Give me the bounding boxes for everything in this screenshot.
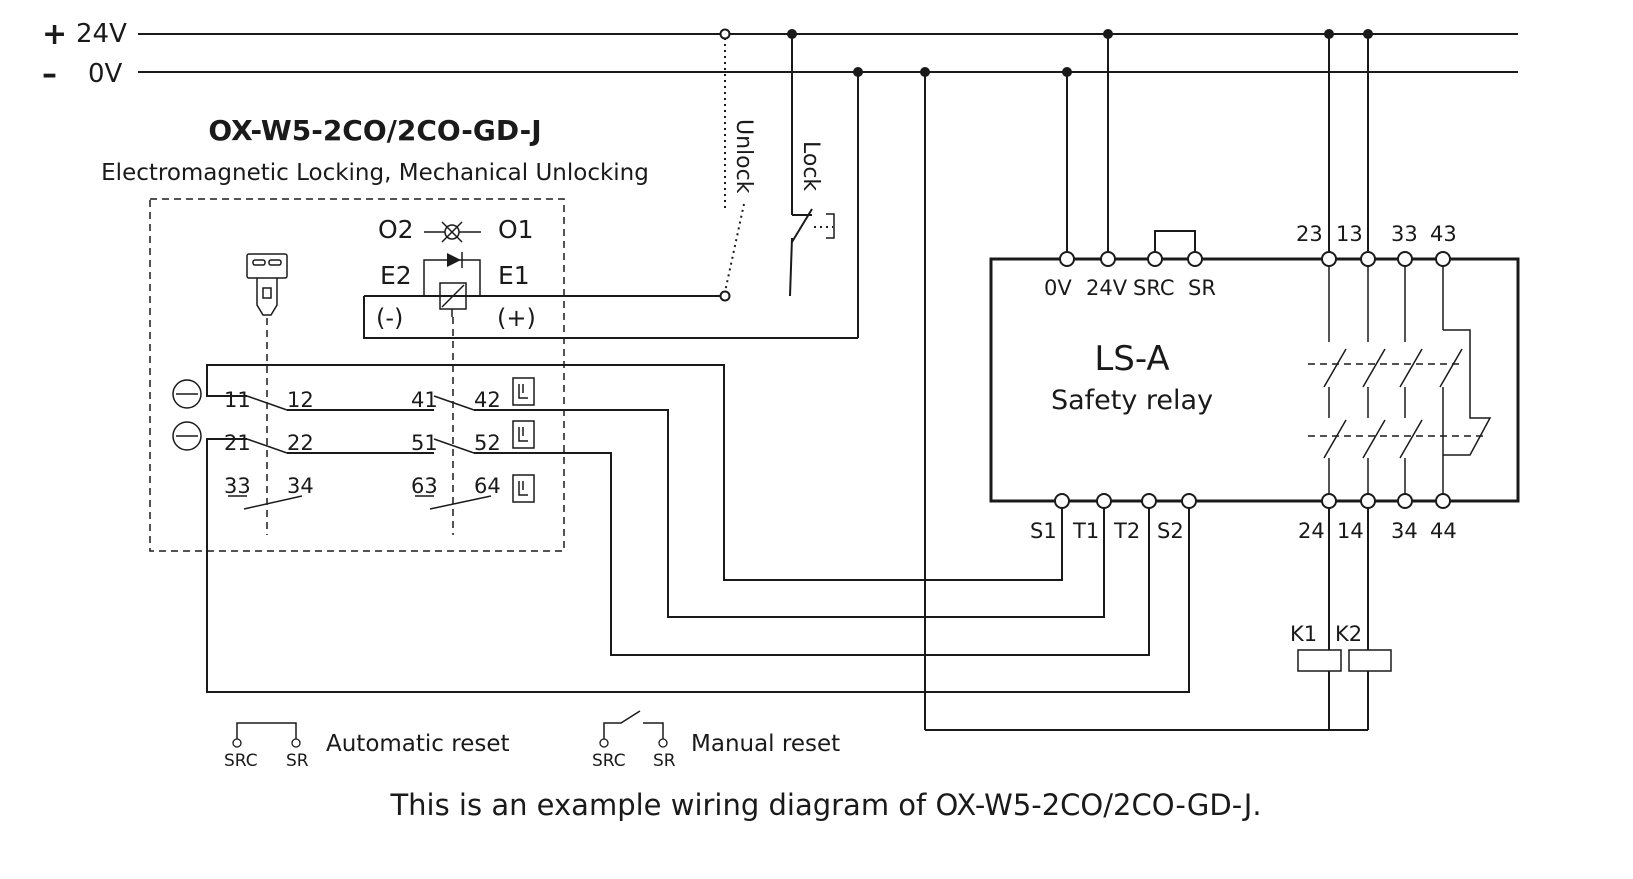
lock-monitor-icon-2 xyxy=(512,420,535,449)
contact-51: 51 xyxy=(411,431,438,455)
coil-icon xyxy=(423,252,481,317)
positive-rail-label: 24V xyxy=(76,19,127,49)
unlock-label: Unlock xyxy=(731,119,756,194)
device-description: Electromagnetic Locking, Mechanical Unlo… xyxy=(101,160,649,186)
relay-terminal-sr: SR xyxy=(1188,276,1216,300)
relay-terminal-t2: T2 xyxy=(1113,519,1140,543)
legend-manual-src: SRC xyxy=(592,751,626,771)
relay-terminal-src: SRC xyxy=(1133,276,1175,300)
relay-terminal-33: 33 xyxy=(1391,222,1418,246)
contact-22: 22 xyxy=(287,431,314,455)
lamp-o1-label: O1 xyxy=(498,215,534,244)
legend-manual-label: Manual reset xyxy=(691,731,840,757)
relay-terminal-23: 23 xyxy=(1296,222,1323,246)
lock-monitor-icon-3 xyxy=(512,474,535,503)
feedback-wiring xyxy=(206,364,1190,693)
relay-terminal-44: 44 xyxy=(1430,519,1457,543)
relay-terminal-0v: 0V xyxy=(1044,276,1072,300)
negative-sign: – xyxy=(42,57,57,92)
switch-position-icon-1 xyxy=(172,379,202,409)
contact-52: 52 xyxy=(474,431,501,455)
legend-auto-label: Automatic reset xyxy=(326,731,510,757)
legend-automatic-reset: SRC SR Automatic reset xyxy=(224,722,510,771)
relay-subtitle: Safety relay xyxy=(1051,385,1213,416)
relay-terminal-34: 34 xyxy=(1391,519,1418,543)
contactor-k1-coil xyxy=(1297,649,1342,672)
bus-taps xyxy=(853,29,1373,730)
legend-auto-sr: SR xyxy=(286,751,309,771)
relay-terminal-t1: T1 xyxy=(1072,519,1099,543)
lamp-o2-label: O2 xyxy=(378,215,414,244)
safety-relay: LS-A Safety relay 0V 24V SRC SR 23 13 33… xyxy=(989,222,1520,543)
relay-terminal-24v: 24V xyxy=(1086,276,1128,300)
legend-manual-reset: SRC SR Manual reset xyxy=(592,710,840,771)
relay-terminal-13: 13 xyxy=(1336,222,1363,246)
device-switch-box: O2 O1 E2 E1 (-) (+) xyxy=(149,198,858,552)
contact-34: 34 xyxy=(287,474,314,498)
coil-e1-label: E1 xyxy=(498,261,530,290)
contact-11: 11 xyxy=(224,388,251,412)
positive-sign: + xyxy=(42,17,67,52)
legend-manual-sr: SR xyxy=(653,751,676,771)
contact-63: 63 xyxy=(411,474,438,498)
contact-33: 33 xyxy=(224,474,251,498)
lock-label: Lock xyxy=(798,141,823,191)
device-model-title: OX-W5-2CO/2CO-GD-J xyxy=(208,114,541,147)
contactor-k2-label: K2 xyxy=(1335,622,1362,646)
unlock-switch: Unlock xyxy=(719,28,756,302)
coil-e2-label: E2 xyxy=(380,261,412,290)
relay-name: LS-A xyxy=(1094,339,1169,379)
contact-41: 41 xyxy=(411,388,438,412)
lock-switch: Lock xyxy=(787,29,835,297)
contactors: K1 K2 xyxy=(925,508,1392,731)
contact-12: 12 xyxy=(287,388,314,412)
negative-rail-label: 0V xyxy=(88,59,123,89)
switch-position-icon-2 xyxy=(172,421,202,451)
relay-terminal-14: 14 xyxy=(1337,519,1364,543)
power-rails: + 24V – 0V xyxy=(42,17,1518,92)
contact-64: 64 xyxy=(474,474,501,498)
contactor-k2-coil xyxy=(1348,649,1392,672)
key-icon xyxy=(246,253,288,316)
relay-terminal-s1: S1 xyxy=(1030,519,1057,543)
contact-21: 21 xyxy=(224,431,251,455)
contact-42: 42 xyxy=(474,388,501,412)
diagram-caption: This is an example wiring diagram of OX-… xyxy=(389,788,1261,822)
legend-auto-src: SRC xyxy=(224,751,258,771)
coil-plus-label: (+) xyxy=(497,304,536,332)
contactor-k1-label: K1 xyxy=(1290,622,1317,646)
relay-terminal-s2: S2 xyxy=(1157,519,1184,543)
coil-minus-label: (-) xyxy=(376,304,403,332)
lock-monitor-icon-1 xyxy=(512,377,535,406)
relay-terminal-24: 24 xyxy=(1298,519,1325,543)
relay-terminal-43: 43 xyxy=(1430,222,1457,246)
lamp-icon xyxy=(424,221,481,243)
